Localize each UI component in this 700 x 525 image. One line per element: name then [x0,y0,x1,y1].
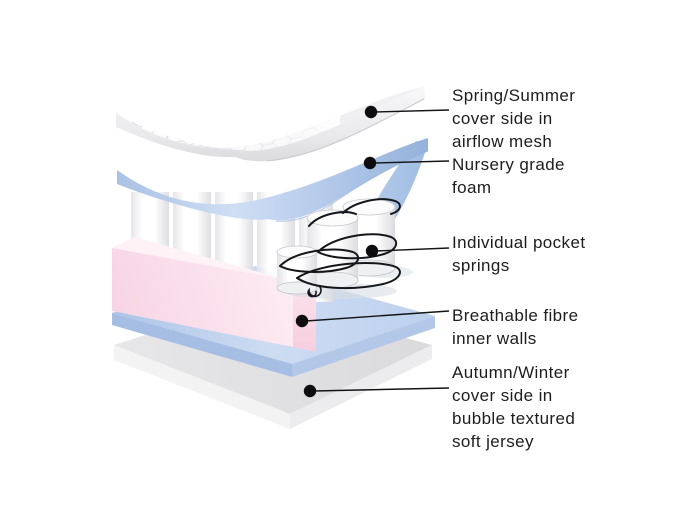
fibre-inner-wall-block [112,237,316,352]
label-breathable-fibre-inner-walls: Breathable fibre inner walls [452,306,579,348]
coil-springs-group [276,198,413,299]
callout-dot-foam [363,156,377,170]
callout-dot-spring-summer [364,105,378,119]
label-individual-pocket-springs: Individual pocket springs [452,233,586,275]
callout-dot-autumn-winter [303,384,317,398]
callout-lines [305,109,450,392]
spring-summer-cover-layer [116,86,425,162]
callout-dots [295,105,379,398]
spring-wire-coils [279,198,401,298]
label-spring-summer-cover: Spring/Summer cover side in airflow mesh [452,86,576,151]
callout-dot-fibre-walls [295,314,309,328]
label-nursery-grade-foam: Nursery grade foam [452,155,565,197]
callout-dot-springs [365,244,379,258]
label-autumn-winter-cover: Autumn/Winter cover side in bubble textu… [452,363,576,451]
